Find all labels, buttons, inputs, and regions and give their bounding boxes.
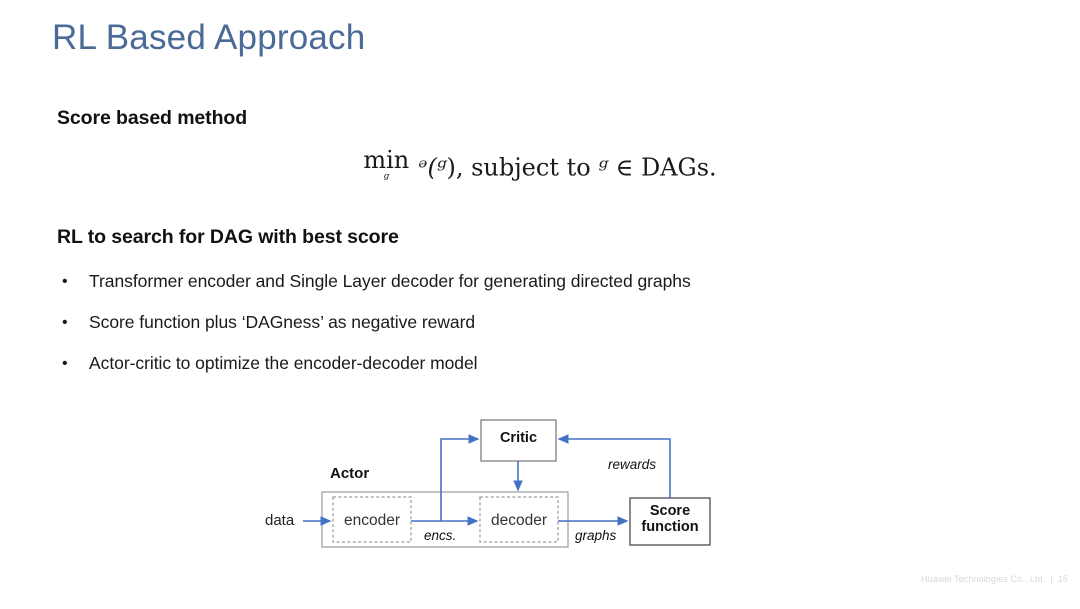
bullet-text: Transformer encoder and Single Layer dec… <box>89 271 691 291</box>
encoder-box-label: encoder <box>343 512 400 529</box>
equation-membership-dags: ∈ DAGs. <box>607 153 717 182</box>
bullet-marker-icon: • <box>62 314 68 331</box>
bullet-text: Actor-critic to optimize the encoder-dec… <box>89 353 478 373</box>
bullet-item: • Score function plus ‘DAGness’ as negat… <box>62 312 475 334</box>
edge-label-graphs: graphs <box>575 528 617 543</box>
score-function-box-label: Score function <box>630 503 710 535</box>
bullet-marker-icon: • <box>62 355 68 372</box>
critic-box-label: Critic <box>499 430 538 446</box>
edge-label-rewards: rewards <box>608 457 657 472</box>
page-title: RL Based Approach <box>52 18 366 57</box>
equation-graph-var: ᵍ <box>598 153 608 182</box>
bullet-item: • Actor-critic to optimize the encoder-d… <box>62 353 478 375</box>
equation-score-function: ᵊ( <box>418 153 437 182</box>
heading-score-based-method: Score based method <box>57 107 248 129</box>
equation-min-label: min <box>363 146 410 174</box>
slide-footer: Huawei Technologies Co., Ltd. | 15 <box>921 574 1068 584</box>
score-function-line-1: Score <box>649 503 691 519</box>
decoder-box-label: decoder <box>490 512 547 529</box>
edge-label-data: data <box>265 512 295 529</box>
score-function-line-2: function <box>641 519 699 536</box>
equation-min-subscript: ᵍ <box>383 171 390 187</box>
actor-box-label: Actor <box>330 465 370 482</box>
equation-min-operator: min ᵍ <box>363 148 409 187</box>
footer-company: Huawei Technologies Co., Ltd. <box>921 574 1046 584</box>
heading-rl-search-dag: RL to search for DAG with best score <box>57 226 399 248</box>
bullet-text: Score function plus ‘DAGness’ as negativ… <box>89 312 476 332</box>
edge-encoder-to-critic <box>440 434 480 521</box>
bullet-marker-icon: • <box>62 273 68 290</box>
equation-graph-arg: ᵍ <box>436 153 447 182</box>
equation-score-objective: min ᵍ ᵊ(ᵍ), subject to ᵍ ∈ DAGs. <box>0 148 1080 187</box>
edge-label-encs: encs. <box>424 528 457 543</box>
bullet-item: • Transformer encoder and Single Layer d… <box>62 271 691 293</box>
equation-subject-to: ), subject to <box>446 153 599 182</box>
footer-page-number: 15 <box>1057 574 1068 584</box>
footer-separator: | <box>1050 574 1053 584</box>
